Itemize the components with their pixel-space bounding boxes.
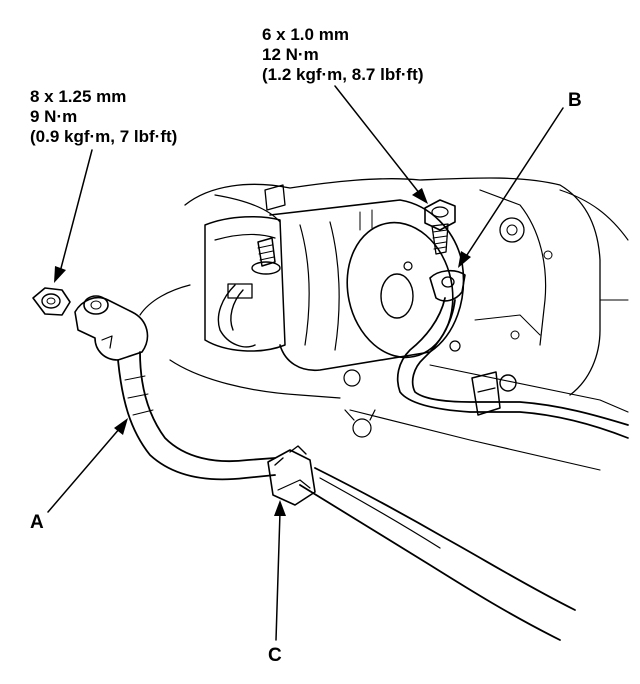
callout-a: A — [30, 512, 44, 533]
starter-motor-icon — [204, 184, 465, 371]
torque-spec-left-alt-units: (0.9 kgf·m, 7 lbf·ft) — [30, 127, 177, 146]
arrow-head-a — [114, 418, 128, 435]
torque-spec-left: 8 x 1.25 mm 9 N·m (0.9 kgf·m, 7 lbf·ft) — [30, 87, 177, 146]
bolt-icon — [424, 199, 456, 255]
torque-spec-right-size: 6 x 1.0 mm — [262, 25, 349, 44]
nut-icon — [32, 287, 71, 316]
torque-spec-left-size: 8 x 1.25 mm — [30, 87, 126, 106]
callout-b: B — [568, 90, 582, 111]
torque-spec-left-torque: 9 N·m — [30, 107, 77, 126]
arrow-head-c — [274, 500, 286, 516]
harness-clamp-c — [267, 445, 316, 506]
ground-cable-b — [396, 269, 629, 439]
torque-spec-right-alt-units: (1.2 kgf·m, 8.7 lbf·ft) — [262, 65, 424, 84]
battery-cable-a — [74, 295, 576, 641]
callout-c: C — [268, 645, 282, 666]
arrow-head-b — [458, 251, 471, 268]
arrow-head-bolt — [412, 188, 428, 204]
engine-block-outline — [139, 177, 629, 471]
leader-lines — [47, 85, 564, 641]
torque-spec-right: 6 x 1.0 mm 12 N·m (1.2 kgf·m, 8.7 lbf·ft… — [262, 25, 424, 84]
arrow-head-nut — [54, 266, 66, 283]
torque-spec-right-torque: 12 N·m — [262, 45, 319, 64]
